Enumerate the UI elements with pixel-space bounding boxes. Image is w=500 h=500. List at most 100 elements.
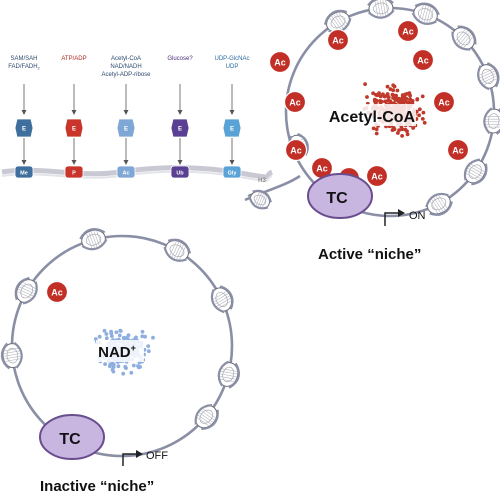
nucleosome-core xyxy=(261,196,268,210)
dna-wrap xyxy=(425,192,449,208)
transcription-arrow xyxy=(122,453,138,466)
dna-wrap xyxy=(477,65,490,91)
enzyme-icon xyxy=(14,118,34,138)
dna-wrap xyxy=(323,9,348,25)
dna-wrap xyxy=(367,0,394,7)
cofactor-label: SAM/SAH xyxy=(10,56,37,62)
ac-mark-label: Ac xyxy=(51,288,63,298)
metabolite-dot xyxy=(109,329,113,334)
arrowhead xyxy=(229,110,235,115)
ac-mark-label: Ac xyxy=(402,27,414,37)
nucleosome-core xyxy=(19,286,35,295)
dna-wrap xyxy=(201,409,219,431)
nucleosome-core xyxy=(88,232,95,249)
nucleosome-core xyxy=(467,167,483,177)
nucleosome-core xyxy=(460,34,472,48)
nucleosome-core xyxy=(176,244,184,261)
nucleosome xyxy=(14,276,38,305)
nucleosome-core xyxy=(4,358,22,362)
nucleosome-core xyxy=(430,198,441,213)
arrowhead xyxy=(123,160,129,165)
mark-badge xyxy=(170,165,190,179)
nucleosome-core xyxy=(3,347,21,352)
cofactor-label: ATP/ADP xyxy=(61,56,86,62)
metabolite-dot xyxy=(93,337,98,341)
metabolite-dot xyxy=(129,370,134,375)
metabolite-dot xyxy=(381,92,385,97)
ac-mark-icon xyxy=(283,90,307,114)
metabolite-dot xyxy=(390,92,395,97)
metabolite-dot xyxy=(396,99,400,103)
metabolite-dot xyxy=(374,131,379,136)
enzyme-label: E xyxy=(72,127,76,133)
metabolite-dot xyxy=(400,96,404,101)
metabolite-dot xyxy=(411,126,415,130)
fiber-strand xyxy=(1,170,273,182)
metabolite-dot xyxy=(406,100,410,105)
nucleosome-core xyxy=(377,0,381,17)
nucleosome xyxy=(194,404,219,431)
state-label: OFF xyxy=(146,450,168,462)
metabolite-dot xyxy=(111,362,116,367)
nucleosome-core xyxy=(480,73,496,81)
nucleosome-core xyxy=(468,165,484,175)
nucleosome-core xyxy=(196,414,212,425)
metabolite-label-bg xyxy=(96,340,144,362)
metabolite-dot xyxy=(386,98,390,103)
metabolite-dot xyxy=(116,364,121,369)
metabolite-dot xyxy=(140,329,145,334)
nucleosome-core xyxy=(3,350,21,354)
dna-wrap xyxy=(14,276,30,301)
arrowhead xyxy=(177,160,183,165)
ac-mark-label: Ac xyxy=(438,98,450,108)
metabolite-dot xyxy=(397,128,401,133)
metabolite-label: Acetyl-CoA xyxy=(329,109,416,126)
metabolite-dot xyxy=(121,371,126,376)
metabolite-dot xyxy=(405,92,409,96)
nucleosome-core xyxy=(4,355,21,360)
arrowhead xyxy=(229,160,235,165)
nucleosome-core xyxy=(458,32,470,46)
metabolite-dot xyxy=(385,84,390,89)
nucleosome-core xyxy=(485,118,500,120)
dna-wrap xyxy=(411,12,437,25)
ac-mark-icon xyxy=(432,90,456,114)
metabolite-label-bg xyxy=(326,104,416,126)
nucleosome-core xyxy=(335,13,347,28)
ac-mark-icon xyxy=(396,19,420,43)
arrowhead-icon xyxy=(136,450,143,458)
dna-wrap xyxy=(219,285,234,310)
metabolite-dot xyxy=(146,349,151,354)
fiber-strand xyxy=(1,165,274,180)
nucleosome-core xyxy=(169,240,177,257)
metabolite-dot xyxy=(400,134,404,138)
nucleosome-core xyxy=(171,242,180,258)
arrowhead-icon xyxy=(398,209,405,217)
metabolite-dot xyxy=(123,365,128,369)
dna-wrap xyxy=(483,107,493,135)
metabolite-dot xyxy=(420,94,425,99)
nucleosome xyxy=(323,9,352,33)
nucleosome-core xyxy=(454,28,466,42)
dna-wrap xyxy=(486,62,500,88)
mark-badge xyxy=(64,165,84,179)
nucleosome-core xyxy=(481,75,497,84)
arrowhead xyxy=(123,110,129,115)
nucleosome xyxy=(210,285,234,314)
nucleosome xyxy=(367,0,395,19)
metabolite-dot xyxy=(371,91,375,96)
nucleosome-core xyxy=(178,245,187,262)
mark-label: Ub xyxy=(176,171,184,177)
enzyme-icon xyxy=(116,118,136,138)
ac-mark-icon xyxy=(284,138,308,162)
nucleosome-core xyxy=(216,300,232,310)
nucleosome-core xyxy=(374,0,379,18)
arrowhead xyxy=(177,110,183,115)
dna-wrap xyxy=(463,158,481,181)
metabolite-dot xyxy=(104,332,109,336)
metabolite-dot xyxy=(136,364,140,368)
